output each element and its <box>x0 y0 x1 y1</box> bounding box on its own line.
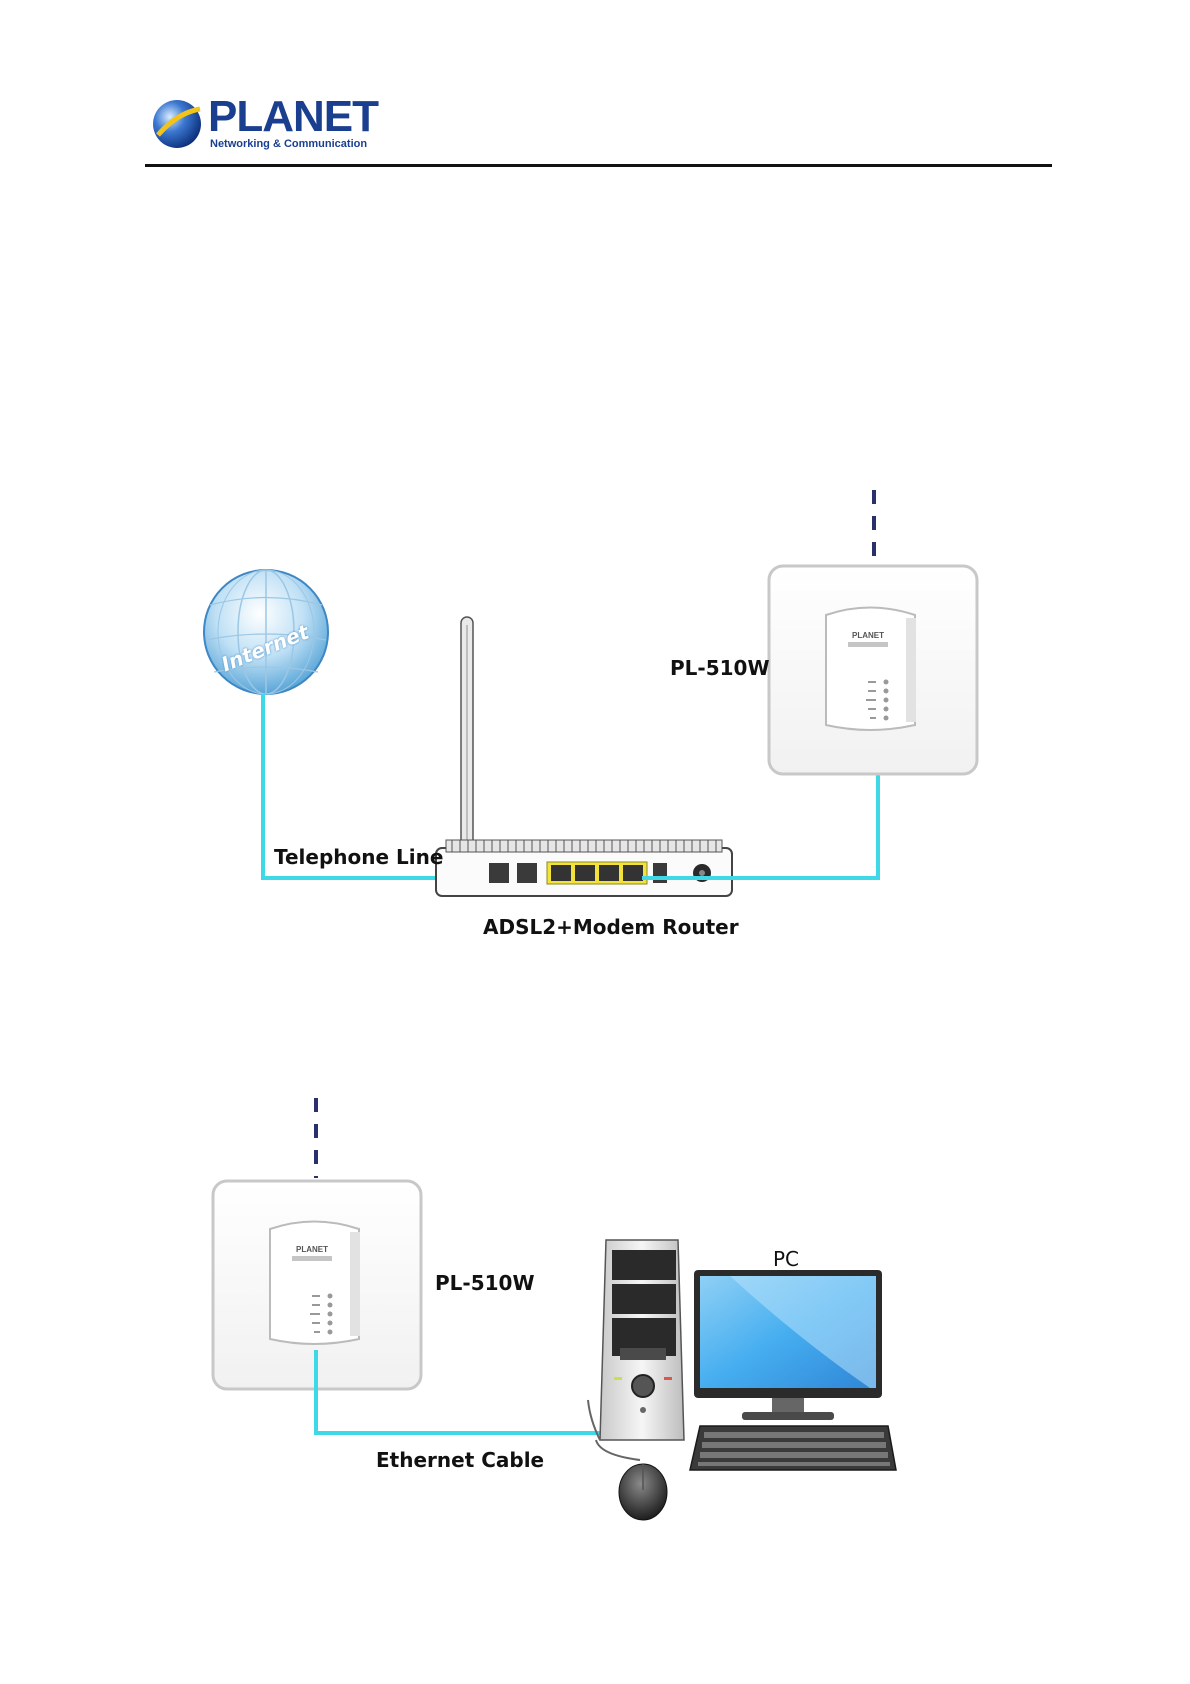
keyboard-icon <box>690 1426 896 1470</box>
telephone-line-label: Telephone Line <box>274 845 443 869</box>
svg-text:PLANET: PLANET <box>852 631 884 640</box>
internet-globe-icon <box>204 570 328 694</box>
powerline-device-label-1: PL-510W <box>670 656 770 680</box>
router-antenna <box>461 617 473 853</box>
pc-label: PC <box>773 1247 799 1271</box>
ethernet-cable-label: Ethernet Cable <box>376 1448 544 1472</box>
mouse-icon <box>596 1440 667 1520</box>
wall-socket-panel-1: PLANET <box>769 566 977 774</box>
adsl-modem-router <box>436 840 732 896</box>
pc-tower-icon <box>588 1240 684 1440</box>
monitor-icon <box>694 1270 882 1420</box>
powerline-device-label-2: PL-510W <box>435 1271 535 1295</box>
svg-text:PLANET: PLANET <box>296 1245 328 1254</box>
router-label: ADSL2+Modem Router <box>483 915 739 939</box>
